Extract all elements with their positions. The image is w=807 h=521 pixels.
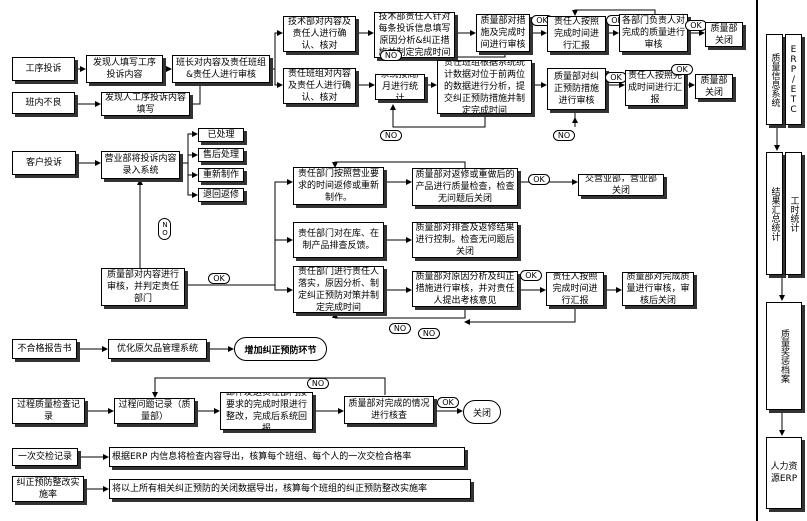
step-team-confirm: 责任班组对内容及责任人进行确认、核对 bbox=[283, 68, 356, 104]
no-label-customer: NO bbox=[158, 218, 171, 240]
ok-label-row2-b: OK bbox=[671, 64, 693, 75]
status-after-sales: 售后处理 bbox=[198, 148, 244, 162]
branch3-close: 质量部对完成质量进行审核，审核后关闭 bbox=[622, 272, 694, 306]
side-quality-info-system: 质量信息系统 bbox=[766, 34, 783, 125]
status-processed: 已处理 bbox=[198, 128, 244, 142]
branch3-report-done: 责任人按照完成时间进行汇报 bbox=[546, 272, 604, 306]
step-corrective-rate-calc: 将以上所有相关纠正预防的关闭数据导出，核算每个班组的纠正预防整改实施率 bbox=[109, 479, 471, 499]
no-label-row1: NO bbox=[380, 50, 402, 61]
step-qa-judge: 质量部对内容进行审核，并判定责任部门 bbox=[101, 268, 185, 306]
ok-label-customer: OK bbox=[208, 273, 230, 284]
no-label-row2-a: NO bbox=[380, 130, 402, 141]
no-label-row2-b: NO bbox=[553, 130, 575, 141]
step-close-process: 关闭 bbox=[463, 400, 501, 424]
step-team-review: 班长对内容及责任班组&责任人进行审核 bbox=[172, 55, 270, 83]
step-qa-verify: 质量部对完成的情况进行核查 bbox=[344, 396, 434, 424]
step-qa-review-row1: 质量部对措施及完成时间进行审核 bbox=[476, 14, 530, 52]
step-email-dept: 邮件发送责任部门按要求的完成时限进行整改，完成后系统回报 bbox=[220, 392, 313, 430]
step-add-corrective: 增加纠正预防环节 bbox=[234, 337, 327, 361]
side-result-summary: 结果汇总统计 bbox=[766, 152, 783, 275]
branch3-qa-review: 质量部对原因分析及纠正措施进行审核，并对责任人提出考核意见 bbox=[412, 271, 518, 307]
no-label-branch3-b: NO bbox=[418, 328, 440, 339]
step-first-pass-calc: 根据ERP 内信息将检查内容导出，核算每个班组、每个人的一次交检合格率 bbox=[109, 447, 465, 467]
side-award-archive: 质量奖惩档案 bbox=[766, 302, 802, 410]
branch2-dept-action: 责任部门对在库、在制产品排查反馈。 bbox=[293, 222, 384, 258]
side-erp-etc: ERP/ETC bbox=[785, 34, 802, 125]
status-remake: 重新制作 bbox=[198, 168, 244, 182]
no-label-branch3-a: NO bbox=[389, 323, 411, 334]
branch1-close: 交营业部，营业部关闭 bbox=[578, 174, 664, 196]
step-report-done-row2: 责任人按照完成时间进行汇报 bbox=[625, 70, 685, 106]
step-close-row2: 质量部关闭 bbox=[695, 74, 733, 99]
step-close-row1: 质量部关闭 bbox=[705, 22, 743, 47]
step-optimize-system: 优化原欠品管理系统 bbox=[108, 339, 207, 359]
step-team-analyze: 责任班组根据系统统计数据对位于前两位的数据进行分析，提交纠正预防措施并制定完成时… bbox=[437, 60, 532, 114]
side-hour-stats: 工时统计 bbox=[785, 152, 802, 275]
start-process-inspection: 过程质量检查记录 bbox=[12, 398, 85, 424]
status-return-repair: 退回返修 bbox=[198, 188, 244, 202]
step-tech-confirm: 技术部对内容及责任人进行确认、核对 bbox=[283, 16, 356, 52]
ok-label-branch1: OK bbox=[528, 174, 550, 185]
start-first-pass-record: 一次交检记录 bbox=[12, 448, 78, 466]
step-report-done-row1: 责任人按照完成时间进行汇报 bbox=[547, 16, 606, 52]
ok-label-row1-c: OK bbox=[685, 20, 707, 31]
start-customer-complaint: 客户投诉 bbox=[12, 151, 76, 175]
step-qa-review-row2: 质量部对纠正预防措施进行审核 bbox=[547, 68, 606, 110]
step-head-review: 各部门负责人对完成的质量进行审核 bbox=[619, 14, 688, 52]
step-sales-entry: 营业部将投诉内容录入系统 bbox=[101, 151, 180, 179]
start-process-complaint: 工序投诉 bbox=[12, 57, 75, 81]
step-system-stats: 系统按周/月进行统计 bbox=[375, 74, 425, 100]
start-in-team-defect: 班内不良 bbox=[12, 92, 75, 114]
start-nonconformance-report: 不合格报告书 bbox=[12, 339, 77, 359]
step-report-fill: 发现人填写工序投诉内容 bbox=[86, 55, 163, 83]
step-problem-record: 过程问题记录（质量部） bbox=[114, 398, 195, 424]
step-report-fill-row2: 发现人工序投诉内容填写 bbox=[101, 92, 190, 116]
side-hr-erp: 人力资源ERP bbox=[766, 437, 802, 509]
branch1-qa-check: 质量部对返修或重做后的产品进行质量检查，检查无问题后关闭 bbox=[412, 168, 518, 206]
branch3-dept-action: 责任部门进行责任人落实，原因分析、制定纠正预防对策并制定完成时间 bbox=[293, 266, 384, 313]
ok-label-process: OK bbox=[437, 397, 459, 408]
ok-label-branch3: OK bbox=[520, 270, 542, 281]
no-label-process: NO bbox=[307, 378, 329, 389]
ok-label-row2-a: OK bbox=[605, 72, 627, 83]
branch1-dept-action: 责任部门按照营业要求的时间返修或重新制作。 bbox=[293, 167, 384, 205]
branch2-qa-check: 质量部对排查及返修结果进行控制。检查无问题后关闭 bbox=[412, 222, 518, 258]
start-corrective-rate: 纠正预防整改实施率 bbox=[12, 476, 84, 502]
